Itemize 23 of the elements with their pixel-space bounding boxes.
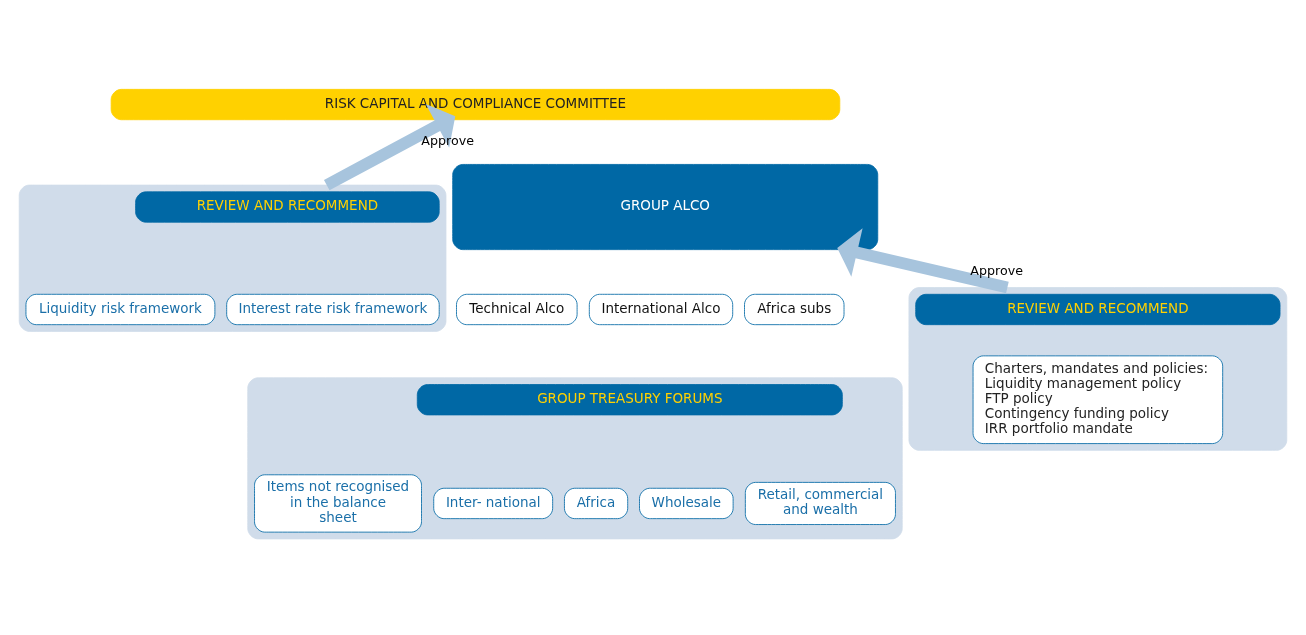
- node-box: Technical Alco: [456, 293, 578, 326]
- arrow: [837, 228, 1009, 294]
- node-box: GROUP TREASURY FORUMS: [416, 384, 843, 416]
- edge-label: Approve: [970, 262, 1023, 278]
- node-box: REVIEW AND RECOMMEND: [135, 191, 440, 223]
- node-box: REVIEW AND RECOMMEND: [915, 293, 1281, 326]
- cluster: [908, 287, 1288, 451]
- node-box: Liquidity risk framework: [25, 293, 216, 326]
- node-box: Africa subs: [744, 293, 845, 326]
- node-box: Items not recognised in the balance sheet: [254, 474, 422, 533]
- node-box: Charters, mandates and policies: Liquidity management policy FTP policy Contingency funding policy IRR portfolio mandate: [972, 355, 1224, 444]
- node-box: International Alco: [588, 293, 734, 326]
- node-box: RISK CAPITAL AND COMPLIANCE COMMITTEE: [110, 88, 841, 121]
- node-box: Retail, commercial and wealth: [744, 481, 896, 525]
- cluster: [247, 377, 903, 540]
- node-box: Inter- national: [433, 487, 554, 520]
- node-box: Interest rate risk framework: [226, 293, 440, 326]
- cluster: [18, 184, 447, 332]
- arrow: [323, 103, 456, 191]
- edge-label: Approve: [421, 133, 474, 149]
- node-box: GROUP ALCO: [452, 164, 879, 251]
- node-box: Africa: [564, 487, 629, 520]
- node-box: Wholesale: [639, 487, 734, 520]
